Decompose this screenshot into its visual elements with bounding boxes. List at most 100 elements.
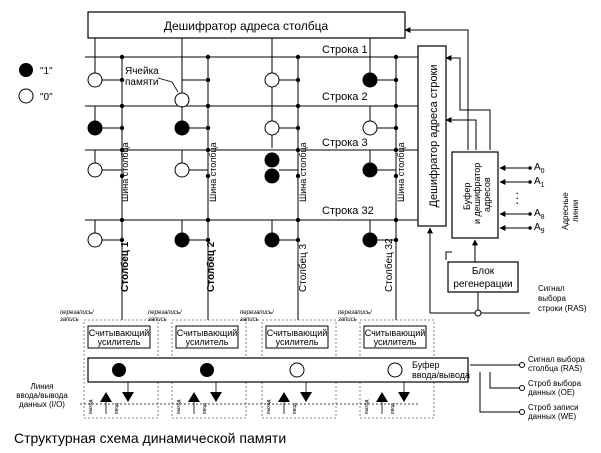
row-decoder-label: Дешифратор адреса строки [428,65,440,208]
row-label-3: Строка 3 [322,137,368,149]
io-arrows [100,392,410,402]
address-buffer-box [451,151,499,239]
address-a0: A0 [534,162,545,175]
column-label-3: Столбец 3 [297,243,309,292]
cell-row-32-links [94,220,396,241]
cell-0 [362,120,378,136]
address-a8: A8 [534,208,545,221]
address-lines-label-2: линии [571,200,580,223]
cell-label-line-2: памяти [125,77,158,88]
column-label-32: Столбец 32 [383,238,395,292]
svg-text:выход: выход [364,400,370,414]
svg-text:ввод: ввод [292,403,298,414]
svg-text:ввод: ввод [390,403,396,414]
svg-text:запись: запись [59,317,79,323]
legend-zero-label: "0" [40,92,53,103]
svg-text:.: . [516,191,519,201]
svg-text:перезапись/: перезапись/ [60,310,95,316]
io-buffer-line-2: ввода/вывода [412,370,470,380]
io-line-label-3: данных (I/O) [19,400,65,409]
io-buffer-bit-3 [289,362,305,378]
column-bus-label-4: Шина столбца [396,142,406,202]
legend-zero-dot [18,88,34,104]
cell-label-line-1: Ячейка [125,66,159,77]
svg-text:запись: запись [147,317,167,323]
cell-0 [174,162,190,178]
cell-0 [87,72,103,88]
oe-label-1: Строб выбора [528,379,582,388]
row-lines [85,56,418,221]
decoder-feedback-lines [404,27,491,150]
ras-terminal [474,309,482,317]
address-line-arrows [499,165,528,231]
io-buffer-line-1: Буфер [412,360,440,370]
legend-one-label: "1" [40,66,53,77]
cell-0 [87,232,103,248]
address-a1: A1 [534,176,545,189]
regeneration-line-2: регенерации [453,279,512,290]
svg-text:запись: запись [239,317,259,323]
address-lines-label-1: Адресные [561,192,570,230]
address-buffer-line-1: Буфер [462,182,472,210]
cas-label-2: столбца (RAS) [528,364,582,373]
sense-amp-1-line-1: Считывающий [89,328,150,338]
regeneration-line-1: Блок [472,266,495,277]
sense-amp-2-line-1: Считывающий [177,328,238,338]
cell-row-3-links [94,150,396,171]
cell-1 [362,72,378,88]
cell-1 [264,232,280,248]
ras-label-3: строки (RAS) [538,304,587,313]
ras-label-1: Сигнал [538,284,565,293]
svg-text:перезапись/: перезапись/ [240,310,275,316]
column-label-1: Столбец 1 [119,241,131,292]
address-buffer-line-3: адресов [482,177,492,212]
cell-1 [264,152,280,168]
row-decoder-box [417,45,447,227]
io-line-label-2: ввода/вывода [16,391,68,400]
svg-text:.: . [516,196,519,206]
io-buffer-box [87,357,469,383]
signal-links [470,364,520,413]
address-line-terminals [528,166,532,230]
cas-label-1: Сигнал выбора [528,355,585,364]
address-buffer-line-2: и дешифратор [472,163,482,224]
sense-amplifiers [87,325,427,349]
row-label-1: Строка 1 [322,44,368,56]
svg-text:выход: выход [176,400,182,414]
cell-1 [87,120,103,136]
we-label-2: данных (WE) [528,412,576,421]
svg-text:ввод: ввод [202,403,208,414]
sense-amp-3-line-2: усилитель [276,337,319,347]
cell-0 [264,72,280,88]
svg-text:перезапись/: перезапись/ [338,310,373,316]
cell-0 [264,120,280,136]
column-bus-label-2: Шина столбца [208,142,218,202]
column-decoder-box [87,11,406,39]
io-stubs [105,382,405,414]
io-buffer-bit-1 [112,363,126,377]
cell-1 [174,232,190,248]
column-bit-lines [121,57,397,320]
column-bus-label-1: Шина столбца [120,142,130,202]
address-ellipsis: . . . [516,186,519,206]
rewrite-labels: перезапись/ запись перезапись/ запись пе… [59,310,373,323]
sense-amp-4-line-1: Считывающий [365,328,426,338]
io-line-label-1: Линия [31,382,54,391]
address-a9: A9 [534,222,545,235]
svg-text:выход: выход [266,400,272,414]
svg-text:выход: выход [88,400,94,414]
cell-1 [362,162,378,178]
io-small-labels: выход ввод выход ввод выход ввод выход в… [88,400,396,414]
io-buffer-bit-4 [387,362,403,378]
io-buffer-bit-2 [200,363,214,377]
regeneration-box [447,261,519,293]
signal-terminals [519,362,525,415]
svg-text:.: . [516,186,519,196]
svg-text:запись: запись [337,317,357,323]
sense-amp-3-line-1: Считывающий [267,328,328,338]
ras-label-2: выбора [538,294,566,303]
row-label-32: Строка 32 [322,205,374,217]
column-label-2: Столбец 2 [205,241,217,292]
